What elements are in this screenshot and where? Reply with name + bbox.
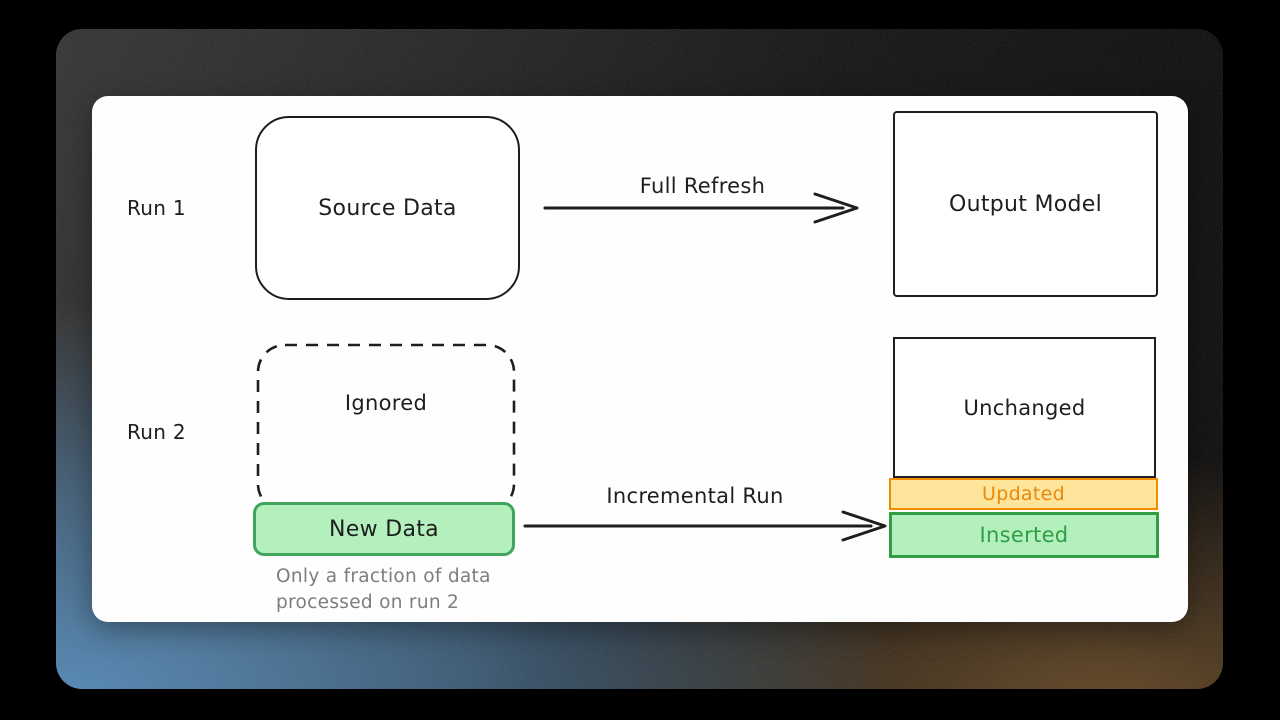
unchanged-node: Unchanged xyxy=(893,337,1156,478)
caption-line-1: Only a fraction of data xyxy=(276,566,491,587)
source-data-label: Source Data xyxy=(318,195,457,221)
inserted-bar: Inserted xyxy=(889,512,1159,558)
incremental-run-arrow-label: Incremental Run xyxy=(606,484,784,508)
output-model-node: Output Model xyxy=(893,111,1158,297)
run2-label: Run 2 xyxy=(127,420,186,444)
caption-line-2: processed on run 2 xyxy=(276,592,460,613)
ignored-dashed-border xyxy=(256,343,516,513)
full-refresh-arrow-label: Full Refresh xyxy=(639,174,766,198)
inserted-label: Inserted xyxy=(979,523,1069,547)
run1-label: Run 1 xyxy=(127,196,186,220)
updated-bar: Updated xyxy=(889,478,1158,510)
source-data-node: Source Data xyxy=(255,116,520,300)
new-data-label: New Data xyxy=(329,516,439,542)
caption-note: Only a fraction of data processed on run… xyxy=(276,564,491,616)
ignored-node: Ignored xyxy=(256,343,516,513)
full-refresh-arrow xyxy=(543,192,859,224)
updated-label: Updated xyxy=(982,483,1065,505)
unchanged-label: Unchanged xyxy=(963,395,1086,420)
incremental-run-arrow xyxy=(523,510,887,542)
new-data-node: New Data xyxy=(253,502,515,556)
output-model-label: Output Model xyxy=(948,191,1103,217)
ignored-label: Ignored xyxy=(344,391,428,415)
